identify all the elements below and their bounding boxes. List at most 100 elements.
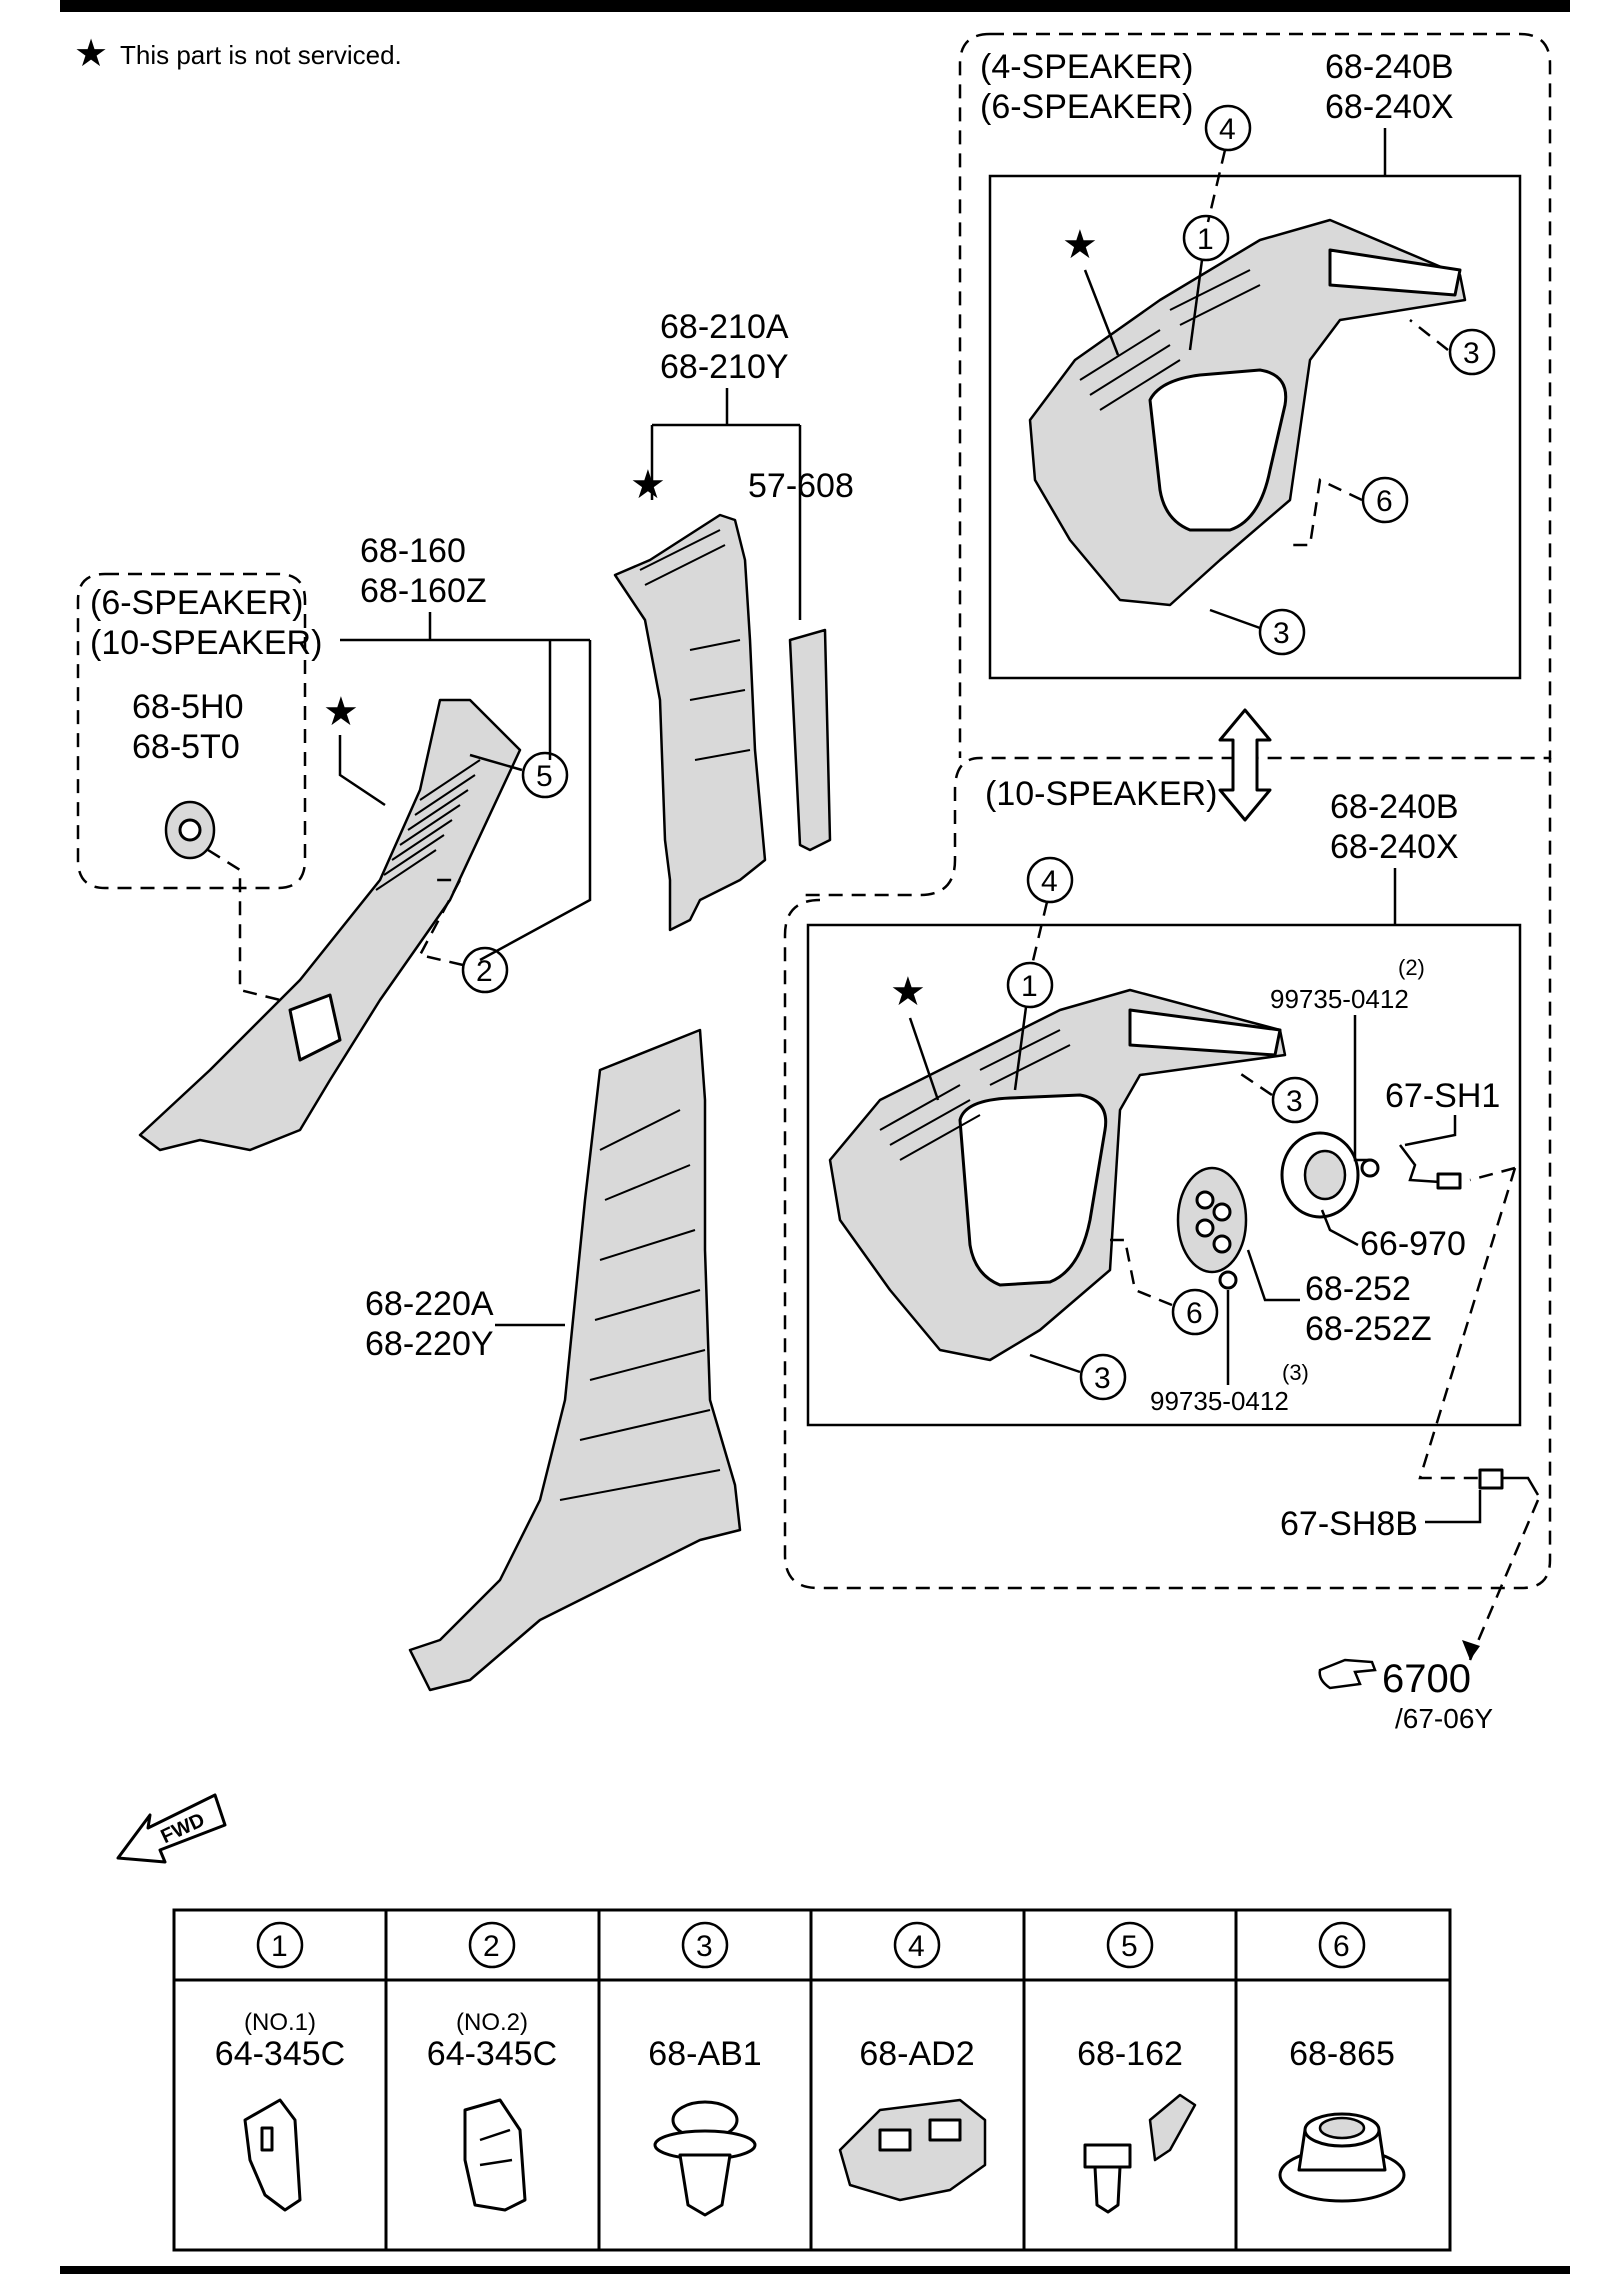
table-col-6: 6 68-865 — [1278, 1921, 1406, 2203]
leader-4-top — [1206, 149, 1227, 223]
table-no-4: 4 — [908, 1930, 925, 1963]
bottom-frame-bar — [60, 2266, 1570, 2274]
grommet-icon — [1278, 2112, 1406, 2203]
group-10-speaker-left: (10-SPEAKER) — [90, 624, 322, 662]
label-68-240B-top: 68-240B — [1325, 48, 1454, 86]
clip-no2-icon — [463, 2098, 527, 2212]
screw-99735-bottom — [1218, 1270, 1238, 1290]
svg-text:1: 1 — [1021, 970, 1038, 1003]
label-68-5H0: 68-5H0 — [132, 688, 244, 726]
label-67-SH8B: 67-SH8B — [1280, 1505, 1418, 1543]
leader-68-210 — [650, 388, 802, 620]
svg-text:3: 3 — [1286, 1085, 1303, 1118]
a-pillar-trim — [138, 698, 522, 1152]
pillar-garnish-57-608 — [788, 628, 832, 852]
top-right-group-outline — [800, 32, 1552, 897]
label-66-970: 66-970 — [1360, 1225, 1466, 1263]
leader-4-bottom — [1030, 901, 1049, 966]
label-99735-0412-b: 99735-0412 — [1150, 1386, 1289, 1416]
b-pillar-upper-trim — [613, 513, 767, 932]
label-68-220A: 68-220A — [365, 1285, 494, 1323]
leader-1-bottom — [1013, 1006, 1028, 1091]
star-icon-bottom-panel: ★ — [890, 970, 926, 1014]
svg-text:2: 2 — [476, 955, 493, 988]
top-right-detail-box — [988, 174, 1522, 680]
leader-66-970 — [1320, 1209, 1359, 1247]
leader-star-68-160 — [338, 735, 386, 807]
table-no-3: 3 — [696, 1930, 713, 1963]
label-68-5T0: 68-5T0 — [132, 728, 240, 766]
leader-67-SH8B — [1425, 1490, 1482, 1524]
callout-1-bottom: 1 — [1006, 961, 1054, 1009]
label-68-220Y: 68-220Y — [365, 1325, 494, 1363]
label-68-240X-bottom: 68-240X — [1330, 828, 1459, 866]
ref-67-06Y: /67-06Y — [1395, 1703, 1493, 1734]
table-col-3: 3 68-AB1 — [648, 1921, 762, 2217]
label-57-608: 57-608 — [748, 467, 854, 505]
tweeter-68-5H0 — [164, 800, 216, 860]
speaker-grille-68-252 — [1176, 1166, 1248, 1274]
leader-6-bottom — [1110, 1238, 1173, 1307]
speaker-66-970 — [1280, 1131, 1360, 1219]
label-68-210Y: 68-210Y — [660, 348, 789, 386]
leader-3-bottom-a — [1234, 1068, 1273, 1097]
table-no-5: 5 — [1121, 1930, 1138, 1963]
leader-star-top — [1083, 269, 1120, 356]
label-68-210A: 68-210A — [660, 308, 789, 346]
table-col-5: 5 68-162 — [1077, 1921, 1197, 2214]
table-part-6: 68-865 — [1289, 2035, 1395, 2073]
ref-6700: 6700 — [1382, 1657, 1471, 1701]
label-68-240X-top: 68-240X — [1325, 88, 1454, 126]
leader-5 — [469, 753, 523, 772]
quarter-trim-panel-bottom — [828, 988, 1287, 1362]
harness-route-to-6700 — [1468, 1499, 1540, 1661]
star-icon-top-panel: ★ — [1062, 223, 1098, 267]
svg-text:4: 4 — [1219, 113, 1236, 146]
fwd-direction-arrow: FWD — [116, 1793, 227, 1864]
b-pillar-lower-trim — [408, 1028, 742, 1692]
label-68-252Z: 68-252Z — [1305, 1310, 1432, 1348]
label-67-SH1: 67-SH1 — [1385, 1077, 1500, 1115]
leader-2 — [418, 878, 464, 967]
top-frame-bar — [60, 0, 1570, 12]
leader-3-top-a — [1409, 319, 1449, 351]
svg-text:5: 5 — [536, 760, 553, 793]
callout-1-top: 1 — [1182, 214, 1230, 262]
leader-3-top-b — [1209, 608, 1261, 630]
star-icon: ★ — [74, 33, 108, 75]
callout-4-bottom: 4 — [1026, 856, 1074, 904]
leader-6-top — [1290, 478, 1363, 547]
svg-text:6: 6 — [1376, 485, 1393, 518]
table-no-6: 6 — [1333, 1930, 1350, 1963]
callout-3-top-b: 3 — [1258, 608, 1306, 656]
table-part-3: 68-AB1 — [648, 2035, 761, 2073]
svg-text:4: 4 — [1041, 865, 1058, 898]
table-col-2: 2 (NO.2) 64-345C — [427, 1921, 557, 2212]
harness-67-SH1 — [1399, 1144, 1462, 1190]
table-part-2: 64-345C — [427, 2035, 557, 2073]
svg-text:6: 6 — [1186, 1297, 1203, 1330]
leader-99735-a — [1353, 1015, 1370, 1162]
svg-text:1: 1 — [1197, 223, 1214, 256]
top-right-group-outline-left — [958, 32, 991, 758]
push-rivet-icon — [653, 2100, 757, 2217]
harness-route-dash — [1418, 1166, 1517, 1480]
table-part-1: 64-345C — [215, 2035, 345, 2073]
connector-67-SH8B — [1478, 1468, 1540, 1496]
qty-99735-b: (3) — [1282, 1360, 1309, 1385]
callout-6-top: 6 — [1361, 476, 1409, 524]
callout-3-top-a: 3 — [1448, 328, 1496, 376]
tether-clip-icon — [1083, 2093, 1197, 2214]
label-99735-0412-a: 99735-0412 — [1270, 984, 1409, 1014]
not-serviced-note: ★ This part is not serviced. — [74, 33, 402, 75]
clip-no1-icon — [243, 2098, 302, 2212]
leader-68-252 — [1246, 1249, 1300, 1302]
label-68-160: 68-160 — [360, 532, 466, 570]
callout-3-bottom-a: 3 — [1271, 1076, 1319, 1124]
table-no-1: 1 — [271, 1930, 288, 1963]
star-icon-68-160: ★ — [323, 690, 359, 734]
callout-6-bottom: 6 — [1171, 1288, 1219, 1336]
label-68-252: 68-252 — [1305, 1270, 1411, 1308]
bottom-right-detail-box — [806, 923, 1522, 1427]
